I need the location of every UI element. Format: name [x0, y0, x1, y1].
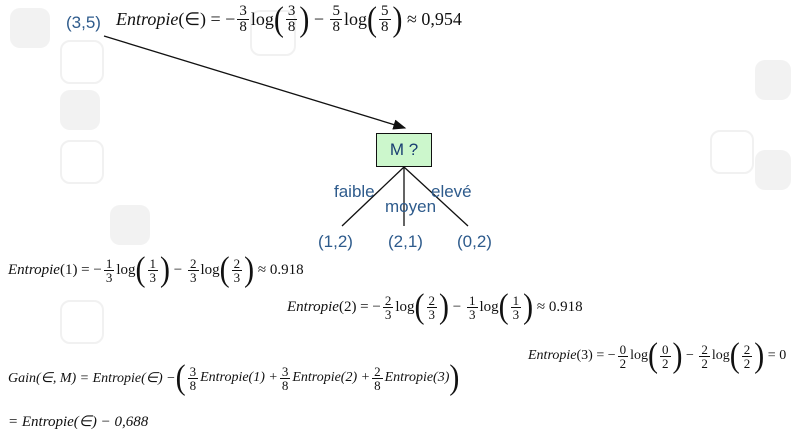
arrow-to-node: [103, 35, 407, 130]
leaf-counts-eleve: (0,2): [457, 232, 492, 251]
eq-lhs: Entropie: [116, 9, 179, 29]
eq-result: ≈ 0,954: [407, 9, 462, 29]
root-counts: (3,5): [66, 13, 101, 32]
leaf-counts-moyen: (2,1): [388, 232, 423, 251]
eq-arg: ∈: [184, 9, 201, 29]
branch-label-eleve: elevé: [431, 182, 472, 201]
leaf-counts-faible: (1,2): [318, 232, 353, 251]
branch-line-eleve: [403, 166, 469, 227]
equation-final: = Entropie(∈) − 0,688: [8, 414, 149, 430]
branch-line-faible: [341, 166, 405, 227]
decision-node-M: M ?: [376, 133, 432, 167]
branch-label-faible: faible: [334, 182, 375, 201]
branch-label-moyen: moyen: [385, 197, 437, 216]
